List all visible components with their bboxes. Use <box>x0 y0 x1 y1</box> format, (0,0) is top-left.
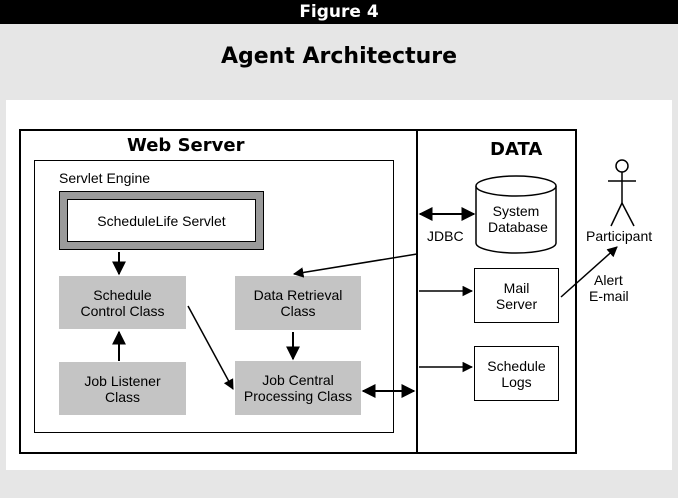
diagram-title: Agent Architecture <box>220 44 458 69</box>
schedule-control-line-2: Control Class <box>80 302 165 319</box>
arrow-jdbc-to-data-retrieval <box>292 253 418 278</box>
data-box <box>416 129 577 454</box>
job-listener-class-box: Job Listener Class <box>59 362 186 415</box>
schedule-control-class-box: Schedule Control Class <box>59 276 186 329</box>
arrow-schedule-control-to-job-central <box>187 305 234 390</box>
servlet-engine-label: Servlet Engine <box>59 170 151 186</box>
database-cylinder-icon <box>475 175 557 254</box>
participant-stick-figure-icon <box>608 159 636 227</box>
participant-label: Participant <box>586 228 653 244</box>
job-central-processing-class-box: Job Central Processing Class <box>235 361 361 415</box>
data-retrieval-class-box: Data Retrieval Class <box>235 276 361 330</box>
job-central-line-2: Processing Class <box>243 388 353 404</box>
schedule-logs-line-1: Schedule <box>487 357 546 374</box>
job-listener-line-1: Job Listener <box>84 372 161 389</box>
servlet-engine-box <box>34 160 394 433</box>
mail-server-box: Mail Server <box>474 268 559 323</box>
alert-line: Alert <box>594 272 623 288</box>
system-database-line-2: Database <box>488 219 548 235</box>
figure-label: Figure 4 <box>0 0 678 24</box>
system-database-label: System Database <box>488 203 548 235</box>
mail-server-line-2: Server <box>495 295 538 312</box>
data-retrieval-line-2: Class <box>280 303 316 319</box>
schedule-logs-line-2: Logs <box>501 373 532 390</box>
mail-server-line-1: Mail <box>503 279 530 296</box>
job-listener-line-2: Class <box>104 388 140 405</box>
schedule-control-line-1: Schedule <box>93 286 152 303</box>
data-retrieval-line-1: Data Retrieval <box>253 287 343 303</box>
job-central-line-1: Job Central <box>262 372 334 388</box>
system-database-line-1: System <box>492 203 540 219</box>
schedulelife-servlet-label: ScheduleLife Servlet <box>97 212 226 229</box>
schedulelife-servlet-box: ScheduleLife Servlet <box>67 199 256 242</box>
email-line: E-mail <box>589 288 629 304</box>
jdbc-label: JDBC <box>427 228 464 244</box>
alert-email-label: Alert E-mail <box>589 272 629 304</box>
web-server-label: Web Server <box>127 135 245 156</box>
schedule-logs-box: Schedule Logs <box>474 346 559 401</box>
data-label: DATA <box>490 139 543 160</box>
arrow-mail-server-to-participant <box>560 246 618 298</box>
